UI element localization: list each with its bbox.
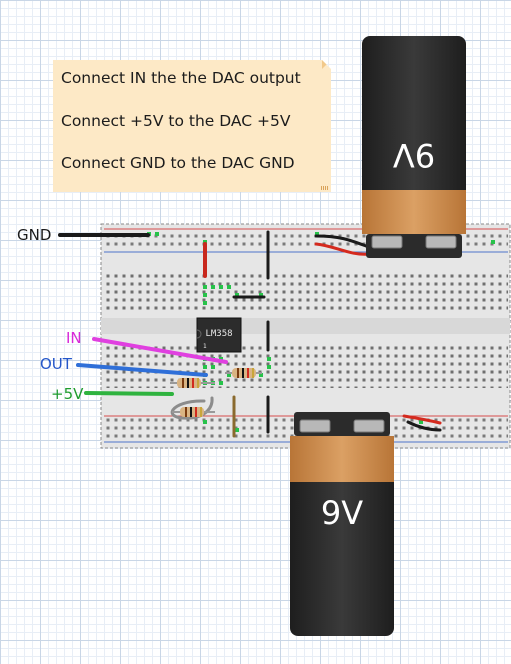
battery-bottom: 9V bbox=[290, 412, 394, 636]
board-jumpers bbox=[170, 230, 270, 438]
note-line-gnd: Connect GND to the DAC GND bbox=[61, 154, 295, 172]
gray-loop-wire bbox=[170, 396, 214, 420]
instruction-note: Connect IN the the DAC output Connect +5… bbox=[53, 60, 331, 192]
battery-top-label: 9V bbox=[393, 136, 435, 174]
resistor-2 bbox=[170, 378, 215, 388]
op-amp-chip: LM358 1 bbox=[196, 317, 242, 353]
resistor-3 bbox=[172, 407, 215, 417]
battery-bottom-label: 9V bbox=[321, 494, 363, 532]
battery-top: 9V bbox=[362, 36, 466, 258]
battery-wires bbox=[314, 234, 442, 432]
gnd-label: GND bbox=[17, 226, 52, 244]
chip-pin1-label: 1 bbox=[203, 343, 207, 350]
in-label: IN bbox=[66, 329, 82, 347]
resistor-1 bbox=[225, 368, 262, 378]
center-channel bbox=[101, 318, 510, 334]
note-line-5v: Connect +5V to the DAC +5V bbox=[61, 112, 291, 130]
in-wire bbox=[92, 337, 228, 364]
chip-part-label: LM358 bbox=[205, 329, 232, 339]
note-resize-grip[interactable] bbox=[321, 186, 329, 190]
breadboard bbox=[100, 223, 511, 449]
note-line-in: Connect IN the the DAC output bbox=[61, 69, 301, 87]
note-fold bbox=[322, 60, 331, 69]
plus5v-label: +5V bbox=[51, 385, 84, 403]
out-wire bbox=[76, 363, 208, 377]
lead-wires bbox=[58, 233, 228, 396]
out-label: OUT bbox=[40, 355, 72, 373]
plus5v-wire bbox=[84, 391, 174, 396]
top-terminal-strip bbox=[104, 272, 508, 314]
